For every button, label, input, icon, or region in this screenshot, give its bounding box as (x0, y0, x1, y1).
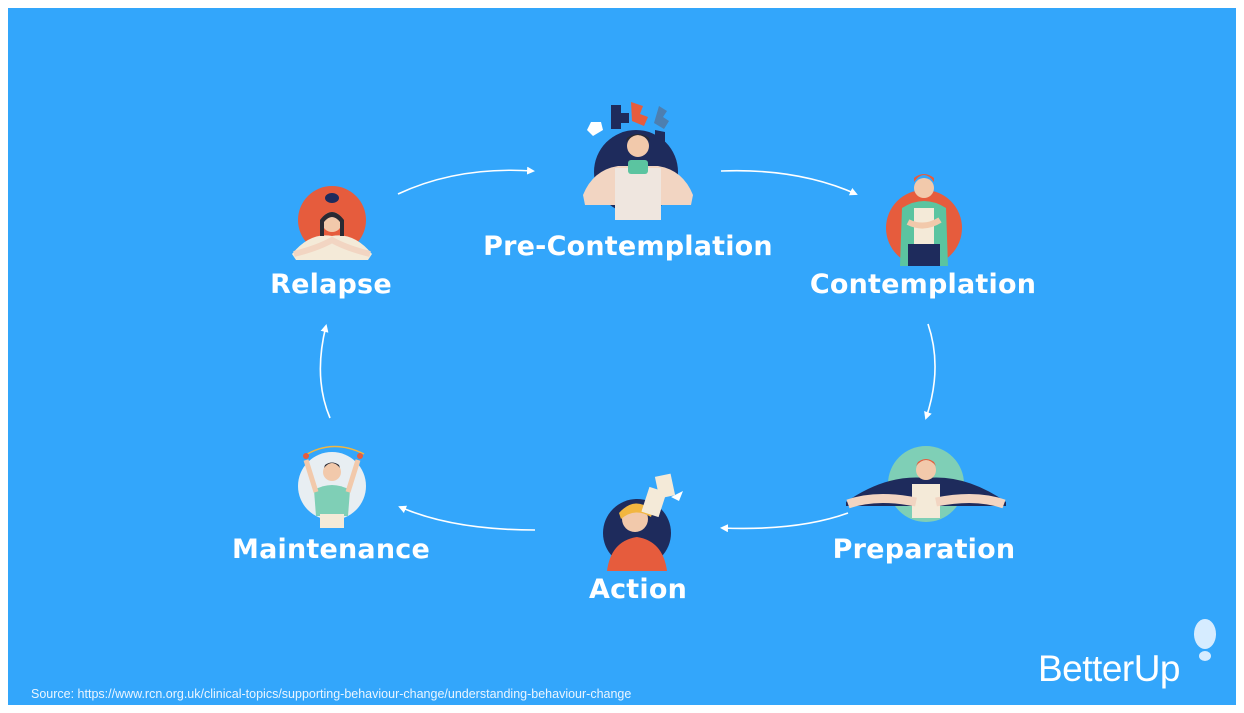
skipping-person-icon (298, 445, 366, 528)
tearing-paper-person-icon (846, 446, 1006, 522)
cycle-diagram: Pre-Contemplation Contemplation Preparat… (8, 8, 1236, 705)
stage-label-contemplation: Contemplation (809, 269, 1037, 300)
reading-person-icon (603, 473, 683, 571)
arrow-maintenance-to-relapse (319, 324, 331, 419)
stage-label-action: Action (588, 574, 688, 605)
stage-label-preparation: Preparation (832, 534, 1016, 565)
thinking-person-icon (886, 174, 962, 266)
arrow-action-to-maintenance (398, 505, 536, 531)
stage-label-precontemplation: Pre-Contemplation (483, 231, 773, 262)
brand-wordmark: BetterUp (1038, 648, 1181, 689)
lightbulb-logo-icon (1194, 619, 1216, 661)
source-caption: Source: https://www.rcn.org.uk/clinical-… (31, 687, 632, 701)
stage-label-relapse: Relapse (270, 269, 392, 300)
arrow-contemplation-to-preparation (924, 323, 936, 420)
arrow-preparation-to-action (720, 512, 849, 533)
stage-label-maintenance: Maintenance (232, 534, 430, 565)
puzzle-person-icon (583, 102, 693, 220)
arrow-relapse-to-precontemplation (397, 166, 535, 195)
cycle-arrows (319, 166, 936, 533)
speech-bubble-person-icon (292, 186, 372, 260)
arrow-precontemplation-to-contemplation (720, 169, 858, 196)
